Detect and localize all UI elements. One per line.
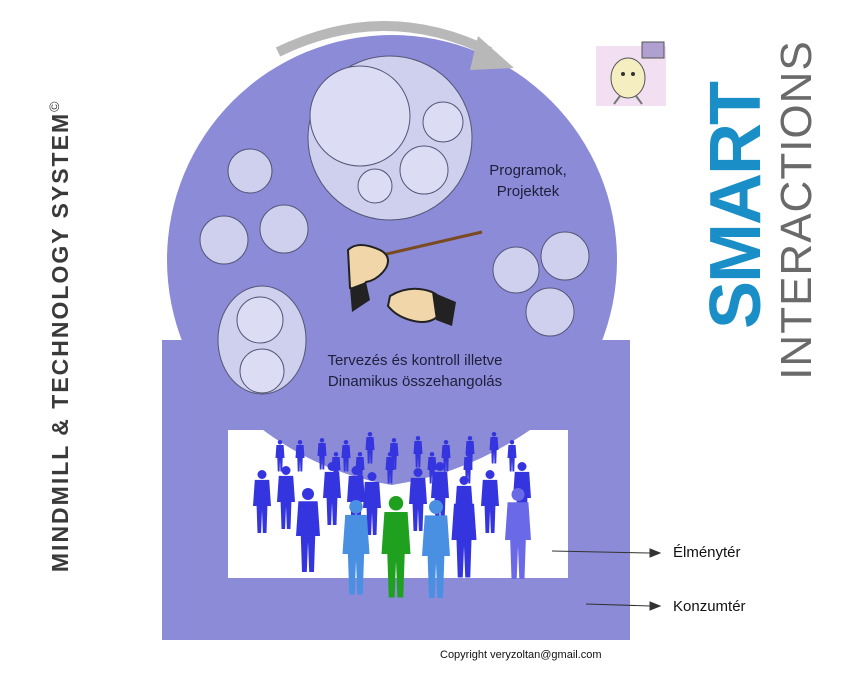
label-pointers — [551, 548, 662, 611]
crowd-person-back — [295, 440, 305, 472]
crowd-person-back — [341, 440, 351, 472]
crowd-person-back — [507, 440, 517, 472]
programs-label-line1: Programok, — [489, 162, 567, 179]
conductor-hands-icon — [346, 230, 483, 326]
interactions-logo-text: INTERACTIONS — [772, 40, 821, 380]
planning-label: Tervezés és kontroll illetve Dinamikus ö… — [300, 350, 530, 392]
programs-label-line2: Projektek — [496, 183, 560, 200]
program-cluster-small — [217, 285, 307, 395]
planning-label-line2: Dinamikus összehangolás — [327, 373, 503, 390]
project-circles-right — [492, 231, 590, 337]
programs-label: Programok, Projektek — [468, 160, 588, 202]
project-circles-left — [199, 148, 309, 265]
crowd-person-middle — [409, 468, 427, 531]
crowd-silhouette-icon — [253, 432, 531, 598]
crowd-person-back — [365, 432, 375, 464]
copyright-mark: © — [46, 99, 63, 112]
planning-label-line1: Tervezés és kontroll illetve — [327, 352, 503, 369]
crowd-person-back — [385, 452, 395, 484]
crowd-person-front — [451, 490, 477, 578]
crowd-person-front — [296, 488, 320, 572]
mindmill-brand-text: MINDMILL & TECHNOLOGY SYSTEM© — [46, 99, 73, 573]
consumer-space-label: Konzumtér — [673, 598, 746, 615]
cartoon-character-icon — [596, 41, 666, 106]
crowd-person-back — [275, 440, 285, 472]
rotation-arrow-icon — [275, 21, 514, 70]
crowd-person-middle — [323, 462, 341, 525]
program-cluster-large — [307, 55, 473, 221]
crowd-person-front — [505, 488, 531, 579]
smart-logo-text: SMART — [696, 83, 776, 329]
crowd-person-middle — [363, 472, 381, 535]
crowd-person-front — [381, 496, 411, 598]
crowd-person-back — [317, 438, 327, 470]
crowd-person-middle — [253, 470, 271, 533]
crowd-person-middle — [481, 470, 499, 533]
crowd-person-front — [342, 500, 370, 595]
experience-space-label: Élménytér — [673, 544, 741, 561]
crowd-person-front — [422, 500, 450, 598]
crowd-person-back — [489, 432, 499, 464]
crowd-person-middle — [277, 466, 295, 529]
copyright-text: Copyright veryzoltan@gmail.com — [440, 649, 602, 661]
crowd-person-back — [413, 436, 423, 468]
